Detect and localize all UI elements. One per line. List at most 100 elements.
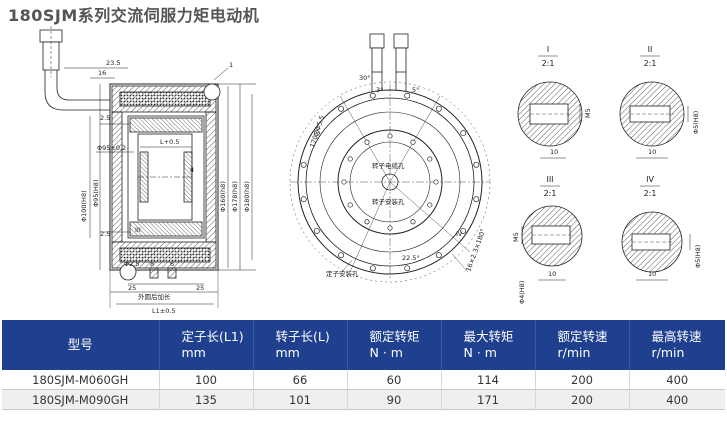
bolt-hole — [369, 265, 376, 272]
dim-text: 25 — [128, 284, 136, 292]
dim-text: M5 — [512, 232, 520, 242]
bolt-hole — [410, 139, 416, 145]
dim-text: 2.5 — [100, 230, 110, 238]
bolt-hole — [313, 227, 320, 234]
bolt-hole — [404, 92, 411, 99]
bolt-hole — [473, 196, 480, 203]
bolt-hole — [369, 92, 376, 99]
header-text: 额定转速 — [557, 329, 608, 344]
bolt-hole — [341, 179, 347, 185]
bolt-hole — [313, 130, 320, 137]
column-header: 转子长(L)mm — [253, 320, 348, 370]
left-view-dims: 23.5 16 2.5 2.5 Φ95±0.2 L+0.5 Φ100(H8) Φ… — [80, 59, 251, 315]
table-cell: 200 — [535, 370, 630, 390]
column-header: 型号 — [2, 320, 160, 370]
dim-text: 16 — [98, 69, 106, 77]
table-cell: 60 — [347, 370, 442, 390]
bolt-hole — [435, 252, 442, 259]
outer-bolt-holes — [300, 92, 480, 272]
front-label: 转子电缆孔 — [372, 161, 405, 170]
dim-text: 30° — [359, 74, 371, 82]
section-mark: IV — [456, 230, 463, 238]
dim-text: Φ5(H8) — [692, 111, 700, 134]
header-unit: N · m — [463, 345, 497, 360]
section-mark: I — [183, 159, 185, 167]
table-cell: 90 — [347, 389, 442, 410]
header-unit: r/min — [651, 345, 685, 360]
detail-scale: 2:1 — [544, 189, 557, 198]
header-unit: N · m — [369, 345, 403, 360]
bolt-hole — [410, 219, 416, 225]
header-text: 最高转速 — [651, 329, 702, 344]
detail-iii: III 2:1 10 M5 Φ4(H8) — [512, 175, 583, 304]
detail-scale: 2:1 — [644, 59, 657, 68]
dim-text: 10 — [548, 270, 556, 278]
front-label: 转子安装孔 — [372, 197, 405, 206]
bolt-hole — [427, 202, 433, 208]
dim-text: L1±0.5 — [152, 307, 176, 315]
table-cell-model: 180SJM-M090GH — [2, 389, 160, 410]
bolt-hole — [338, 252, 345, 259]
detail-roman: I — [547, 45, 549, 54]
dim-text: Φ95(H8) — [92, 180, 100, 207]
dim-text: Φ4(H8) — [518, 281, 526, 304]
bolt-hole — [387, 133, 393, 139]
detail-scale: 2:1 — [644, 189, 657, 198]
dim-text: 10 — [550, 148, 558, 156]
detail-roman: II — [648, 45, 653, 54]
callout-number: 1 — [229, 61, 233, 69]
section-mark: III — [135, 226, 141, 234]
dim-text: 2.5 — [100, 114, 110, 122]
dim-text: 8 — [150, 260, 154, 268]
bottom-note: 外圆后加长 — [138, 292, 171, 301]
bolt-hole — [404, 265, 411, 272]
left-section-view — [39, 26, 256, 308]
dim-text: Φ95±0.2 — [97, 144, 126, 152]
dim-text: Φ2.5 — [124, 260, 139, 268]
front-label: 定子安装孔 — [326, 269, 359, 278]
dim-text: 10 — [648, 148, 656, 156]
detail-iv: IV 2:1 10 Φ5(H8) — [621, 175, 702, 281]
detail-scale: 2:1 — [542, 59, 555, 68]
dim-text: Φ180(h8) — [243, 181, 251, 212]
bolt-hole — [300, 196, 307, 203]
technical-drawing: 23.5 16 2.5 2.5 Φ95±0.2 L+0.5 Φ100(H8) Φ… — [0, 22, 727, 320]
table-cell: 101 — [253, 389, 348, 410]
table-cell: 135 — [159, 389, 254, 410]
table-cell: 114 — [441, 370, 536, 390]
bolt-hole — [435, 105, 442, 112]
table-cell: 200 — [535, 389, 630, 410]
header-unit: mm — [275, 345, 300, 360]
header-text: 额定转矩 — [369, 329, 420, 344]
bolt-hole — [433, 179, 439, 185]
section-mark: II — [190, 166, 194, 174]
header-text: 转子长(L) — [275, 329, 330, 344]
dim-text: 23.5 — [106, 59, 120, 67]
bolt-hole — [460, 227, 467, 234]
header-unit: r/min — [557, 345, 591, 360]
bolt-hole — [338, 105, 345, 112]
inner-bolt-holes — [341, 133, 439, 231]
column-header: 定子长(L1)mm — [159, 320, 254, 370]
bolt-hole — [387, 225, 393, 231]
table-cell: 100 — [159, 370, 254, 390]
table-cell: 400 — [629, 370, 725, 390]
dim-text: L+0.5 — [160, 138, 179, 146]
dim-text: 6 — [170, 260, 174, 268]
bolt-hole — [300, 161, 307, 168]
bolt-hole — [347, 202, 353, 208]
bolt-hole — [347, 156, 353, 162]
dim-text: Φ5(H8) — [694, 245, 702, 268]
table-row: 180SJM-M060GH 100 66 60 114 200 400 — [2, 370, 725, 390]
table-cell: 400 — [629, 389, 725, 410]
dim-text: Φ100(H8) — [80, 190, 88, 222]
detail-roman: III — [546, 175, 553, 184]
header-text: 型号 — [67, 337, 93, 352]
dim-text: 10 — [648, 270, 656, 278]
table-cell: 171 — [441, 389, 536, 410]
